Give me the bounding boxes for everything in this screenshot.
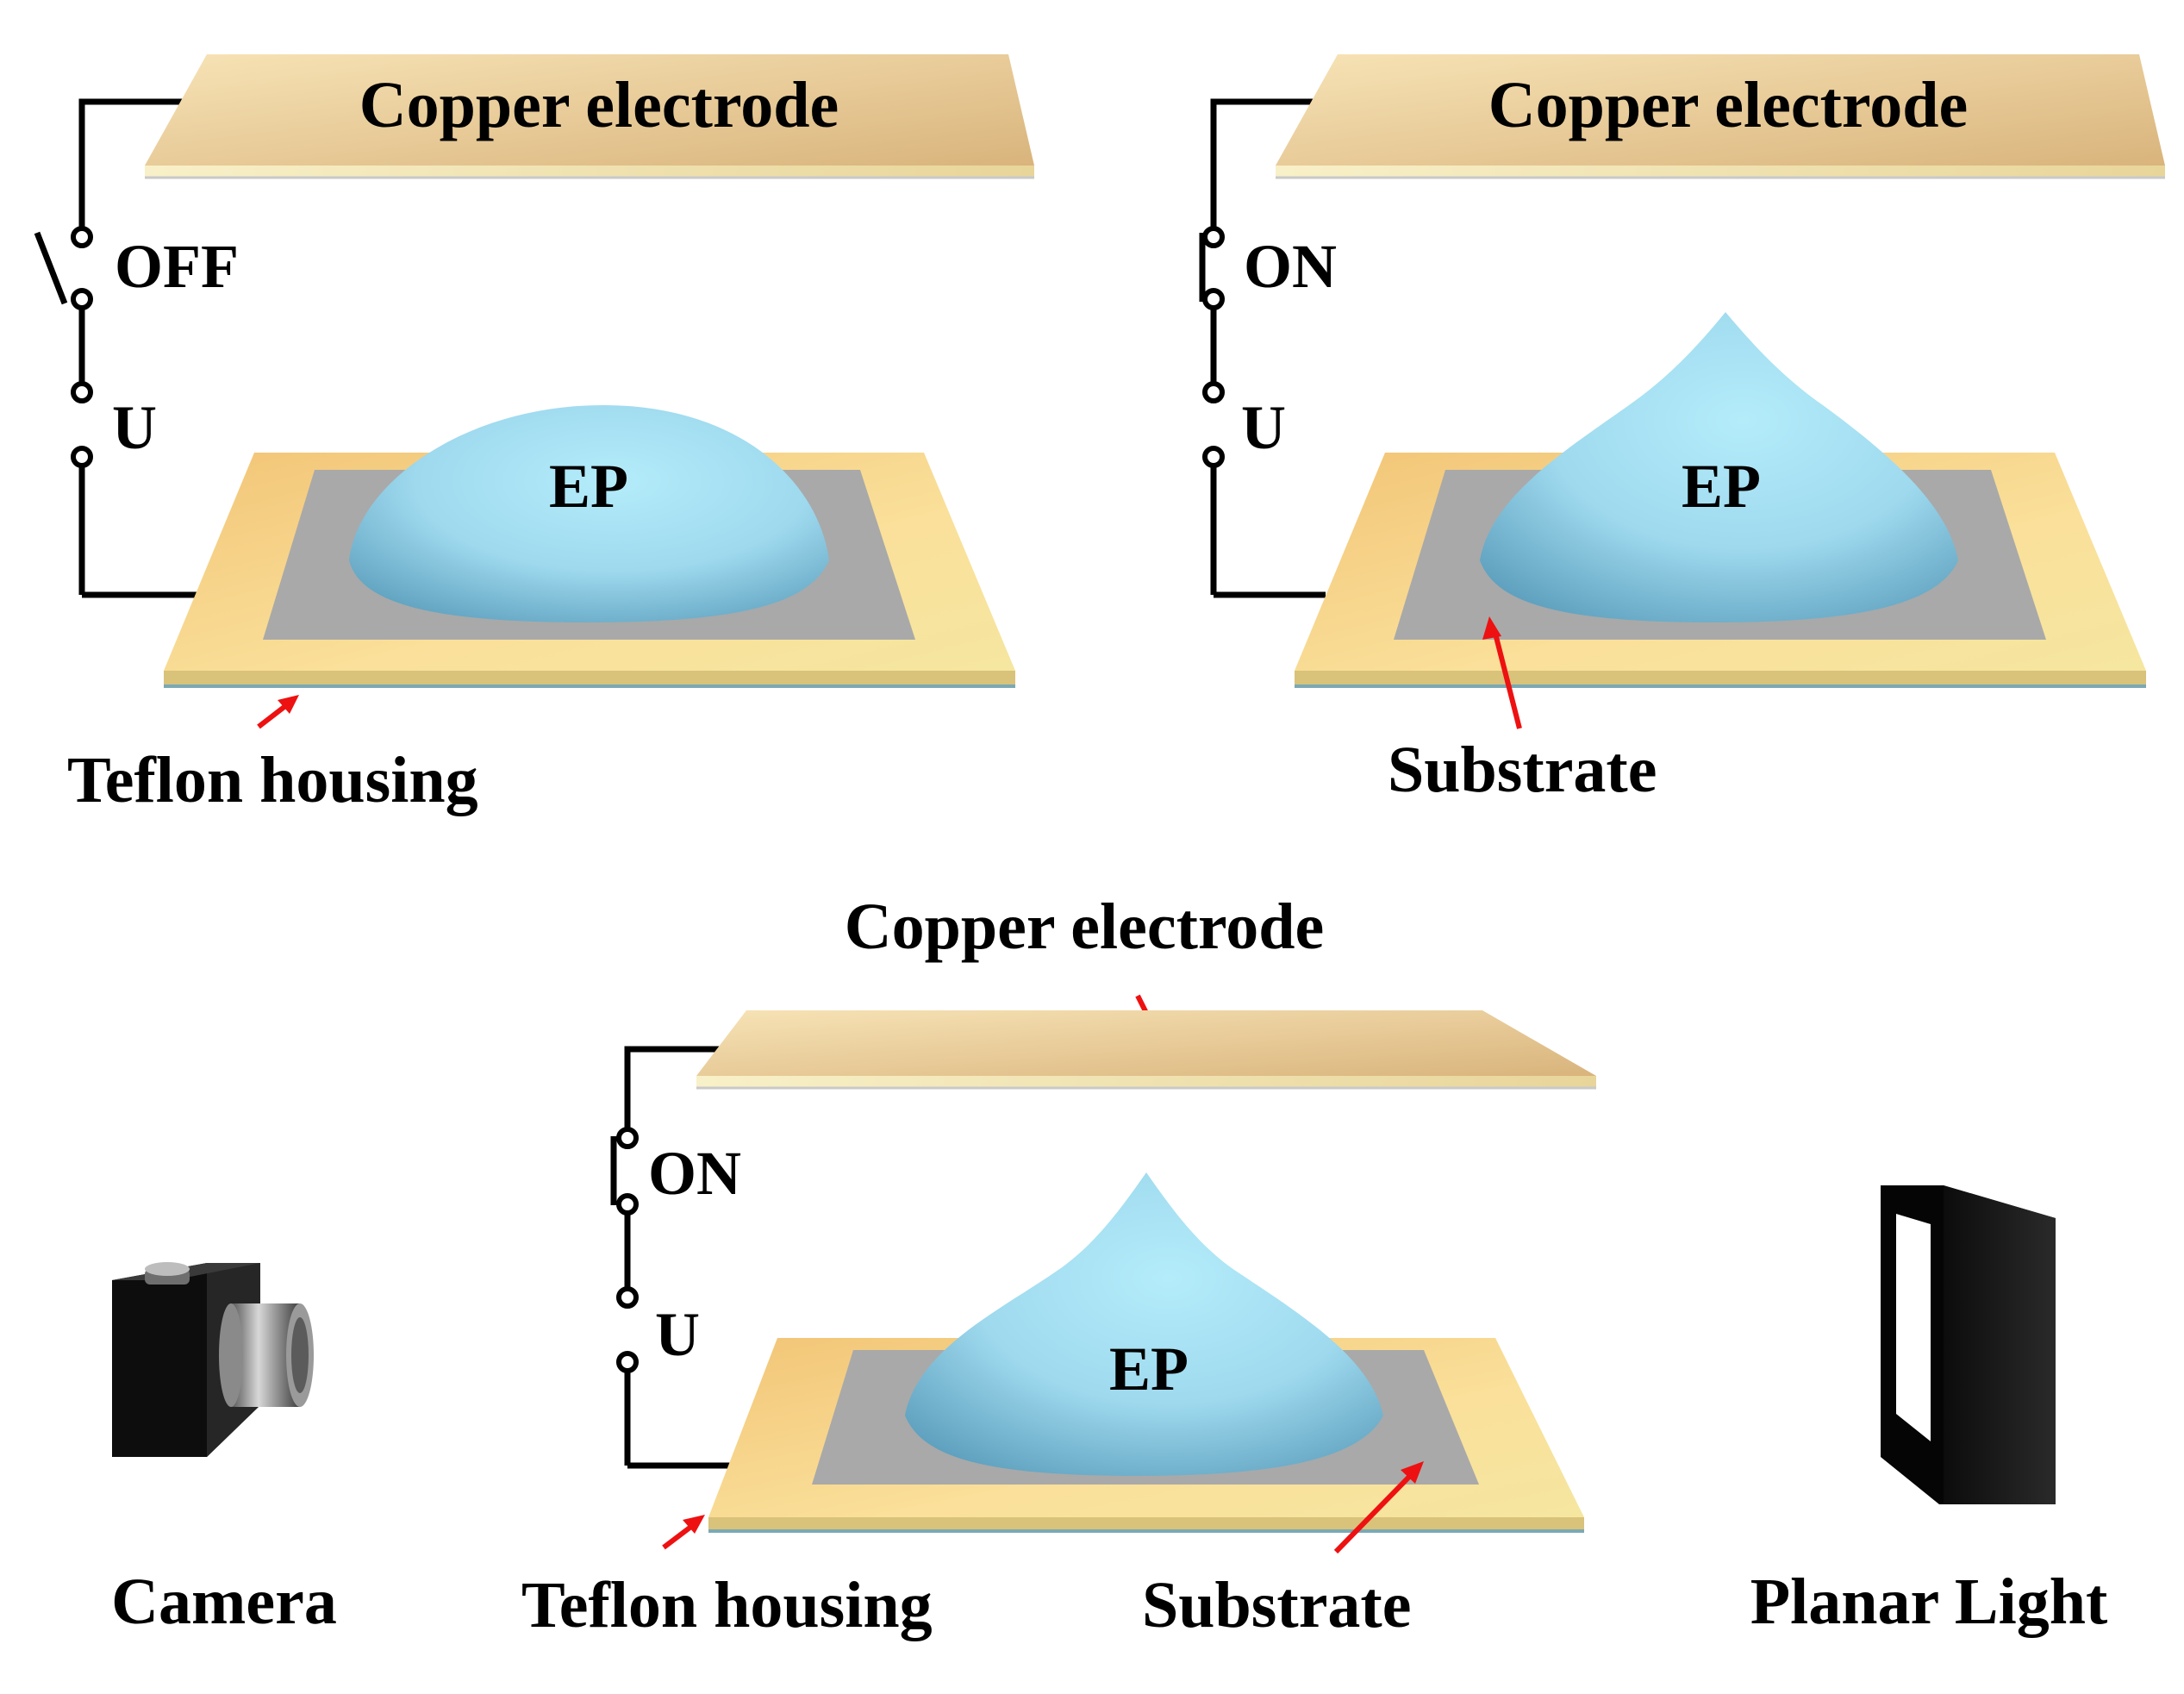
switch-label-setup: ON [648,1139,741,1208]
housing-arrow-setup [662,1515,705,1550]
planar-light-icon [1881,1185,2056,1504]
electrode-label-setup: Copper electrode [845,891,1325,963]
circuit-terminals-on [1202,226,1225,468]
substrate-label-setup: Substrate [1142,1569,1411,1641]
electrode-label-on: Copper electrode [1488,69,1969,141]
switch-label-on: ON [1244,232,1337,301]
voltage-label-setup: U [655,1300,700,1369]
circuit-terminals-setup [616,1127,639,1373]
ep-droplet-setup [905,1172,1383,1476]
panel-off: Copper electrode OFF U EP Teflon housing [34,54,1034,816]
camera-label: Camera [111,1566,337,1638]
housing-label-setup: Teflon housing [521,1569,933,1641]
light-label: Planar Light [1750,1566,2108,1638]
circuit-wire-off [34,98,197,598]
circuit-terminals-off [71,226,93,468]
camera-icon [112,1262,314,1457]
circuit-wire-on [1199,98,1326,598]
electrode-label-off: Copper electrode [359,69,839,141]
housing-arrow-off [257,695,299,729]
copper-electrode-setup [696,1010,1596,1090]
ep-droplet-on [1480,312,1958,622]
substrate-arrow-setup [1333,1461,1424,1554]
panel-setup: Copper electrode ON U [111,891,2107,1641]
open-switch-lever [34,231,68,305]
circuit-wire-setup [610,1046,741,1469]
copper-electrode-on [1276,54,2165,179]
voltage-label-off: U [112,393,157,462]
voltage-label-on: U [1241,393,1286,462]
switch-label-off: OFF [115,232,239,301]
panel-on: Copper electrode ON U EP Substrate [1199,54,2165,806]
copper-electrode-off [145,54,1034,179]
drop-label-setup: EP [1109,1335,1189,1403]
ep-droplet-off [349,405,829,622]
substrate-label-on: Substrate [1388,734,1657,806]
drop-label-off: EP [549,452,628,521]
housing-label-off: Teflon housing [67,744,478,816]
substrate-arrow-on [1482,616,1522,729]
drop-label-on: EP [1682,452,1761,521]
